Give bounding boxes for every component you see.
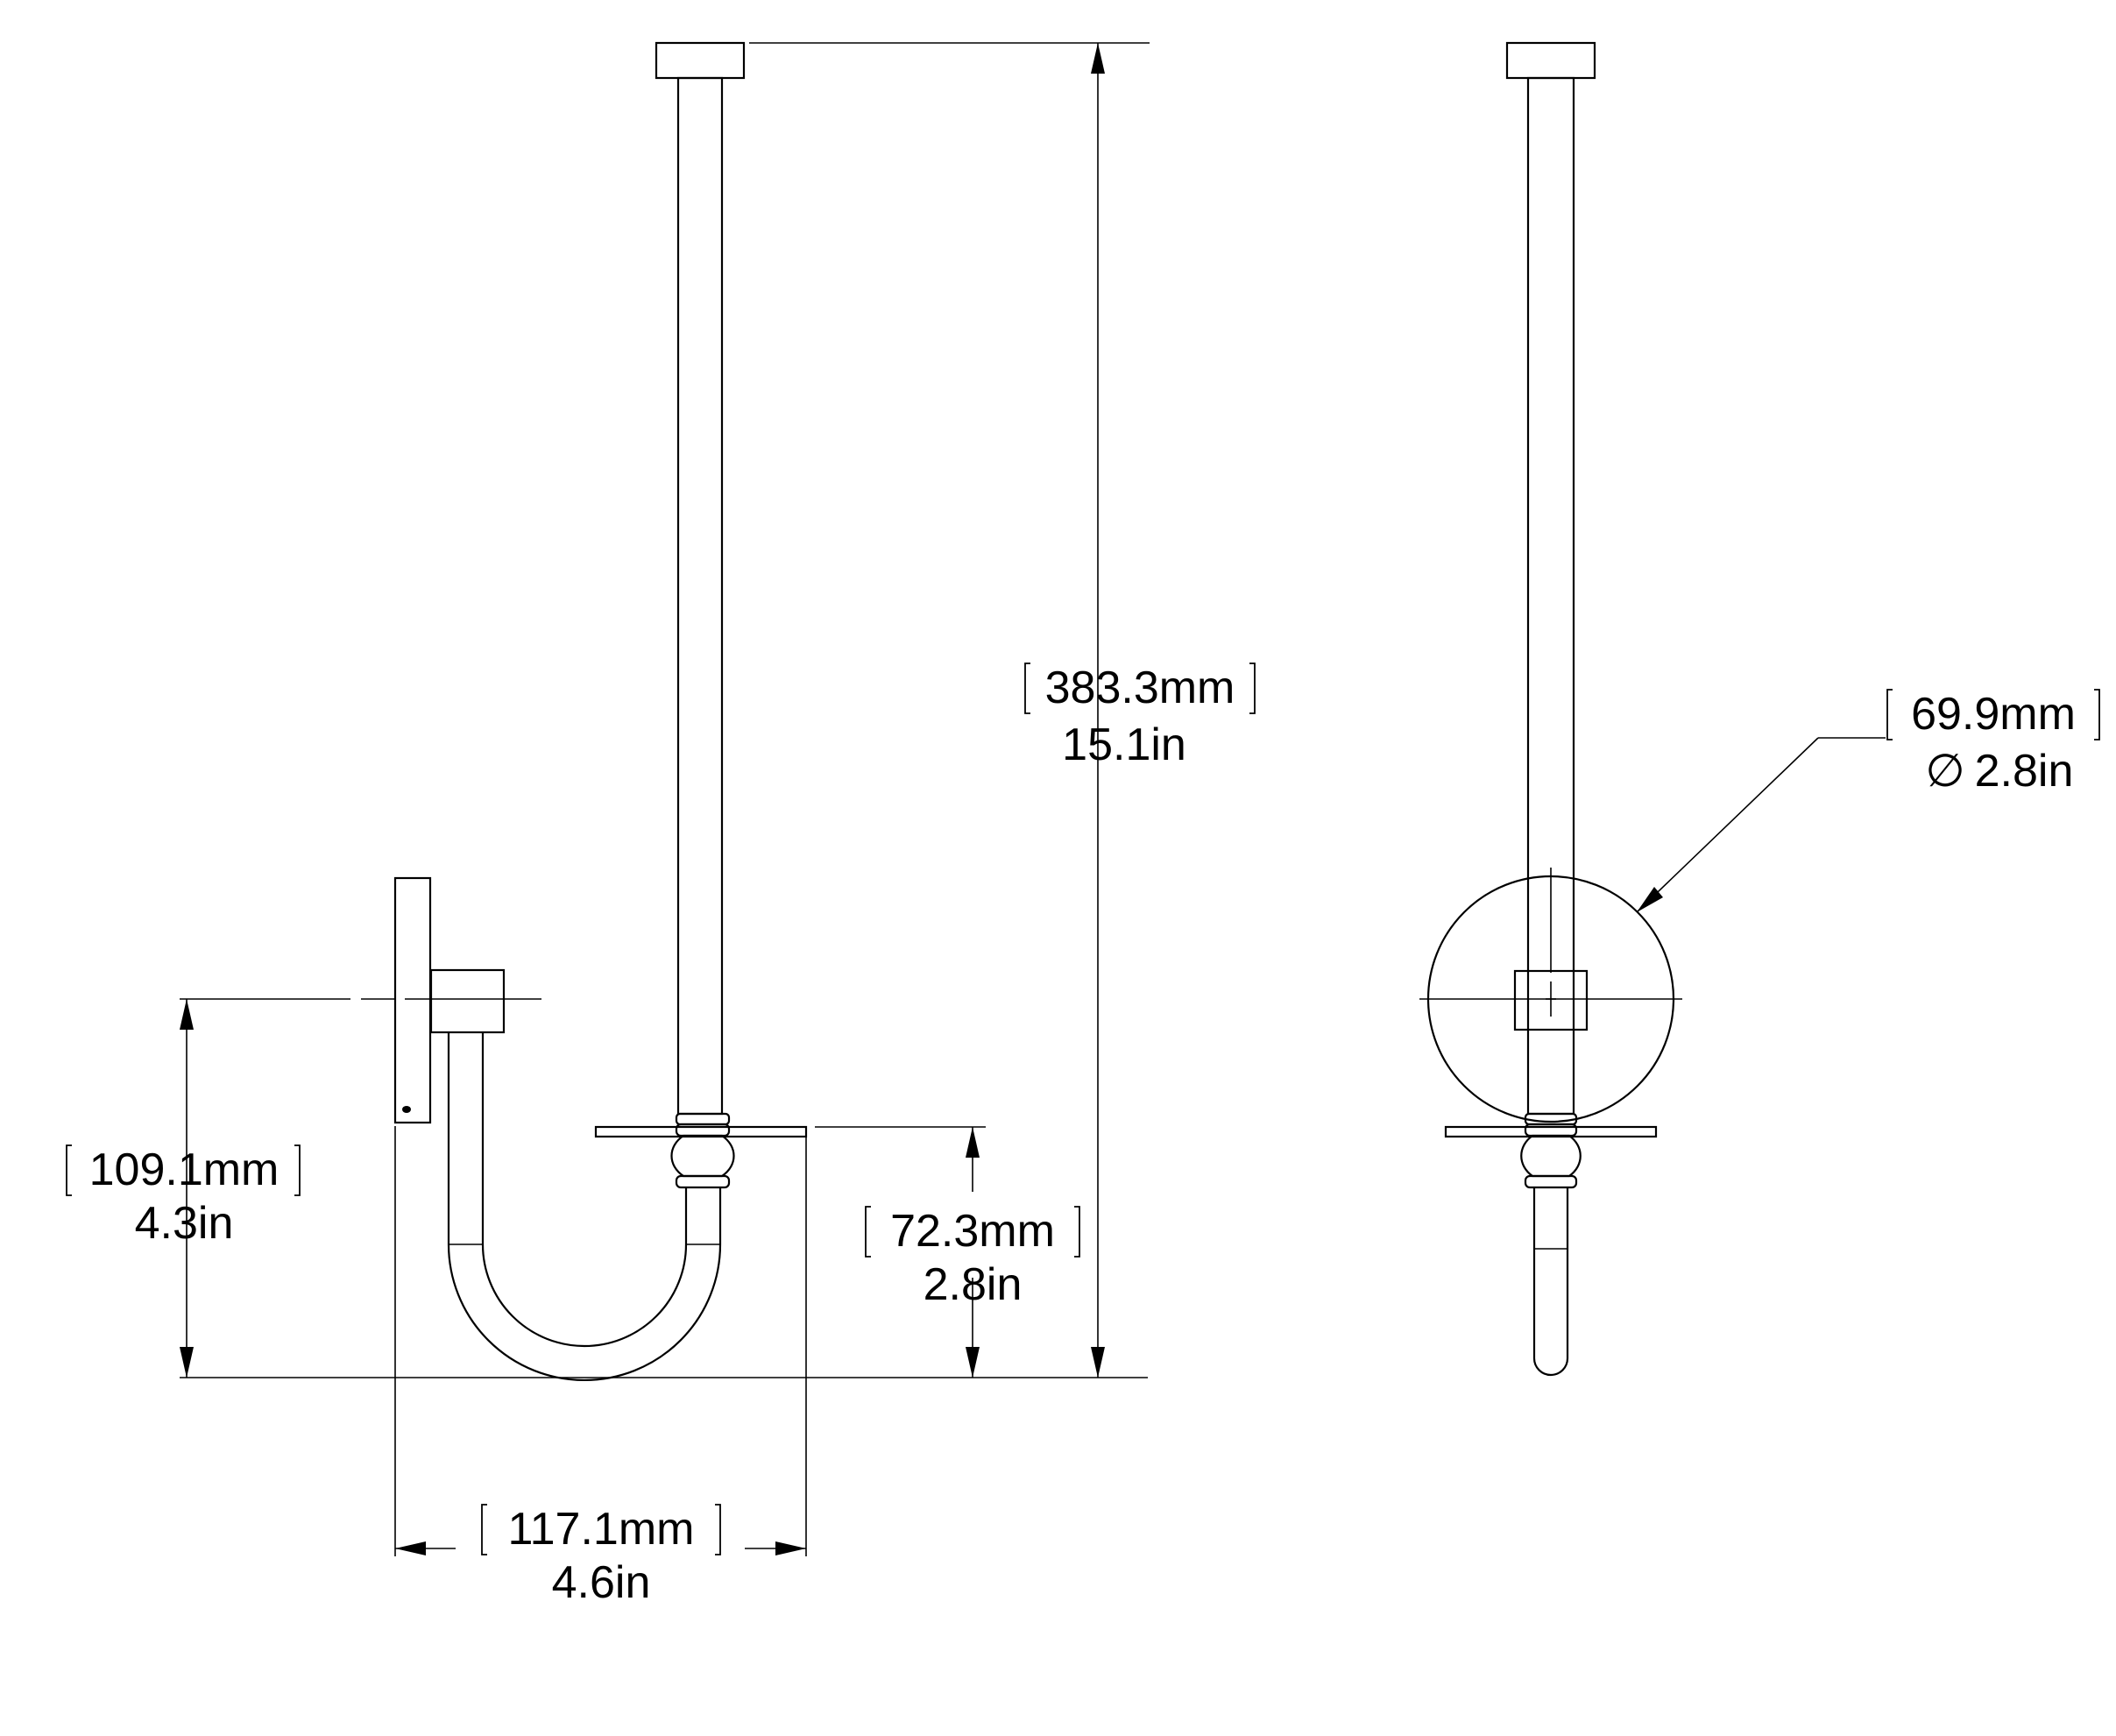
front-top-cap <box>1505 41 1596 80</box>
side-vertical-rod <box>676 76 724 1116</box>
overall-height-metric: 383.3mm <box>1045 663 1235 713</box>
front-lower-collar <box>1524 1174 1578 1189</box>
front-view <box>1419 41 1682 1377</box>
plate-height-metric: 72.3mm <box>890 1206 1055 1257</box>
front-upper-ring <box>1524 1112 1578 1126</box>
overall-depth-metric: 117.1mm <box>508 1504 695 1555</box>
dim-overall-height: 383.3mm 15.1in <box>749 42 1256 1378</box>
side-set-screw <box>402 1106 411 1113</box>
dim-overall-depth: 117.1mm 4.6in <box>394 1126 807 1608</box>
mount-height-metric: 109.1mm <box>89 1144 280 1195</box>
diameter-metric: 69.9mm <box>1911 689 2076 740</box>
front-hanging-arm <box>1532 1187 1569 1377</box>
side-hook-arm <box>447 1032 722 1382</box>
side-finial <box>670 1134 735 1178</box>
front-finial <box>1520 1134 1582 1178</box>
dim-plate-height: 72.3mm 2.8in <box>815 1126 1080 1378</box>
diameter-symbol: ∅ <box>1925 746 1964 797</box>
mount-height-imperial: 4.3in <box>135 1198 234 1249</box>
dim-flange-diameter: 69.9mm ∅ 2.8in <box>1636 689 2100 913</box>
side-lower-collar <box>675 1174 731 1189</box>
overall-height-imperial: 15.1in <box>1062 719 1186 770</box>
side-mount-post <box>429 968 506 1034</box>
side-top-cap <box>655 41 746 80</box>
overall-depth-imperial: 4.6in <box>552 1557 651 1608</box>
side-view <box>393 41 808 1382</box>
side-base-plate <box>594 1125 808 1138</box>
diameter-imperial: 2.8in <box>1975 746 2074 797</box>
side-wall-flange <box>393 876 432 1124</box>
plate-height-imperial: 2.8in <box>924 1259 1023 1310</box>
dim-mount-height: 109.1mm 4.3in <box>66 999 301 1378</box>
side-upper-ring <box>675 1112 731 1126</box>
front-base-plate <box>1444 1125 1658 1138</box>
